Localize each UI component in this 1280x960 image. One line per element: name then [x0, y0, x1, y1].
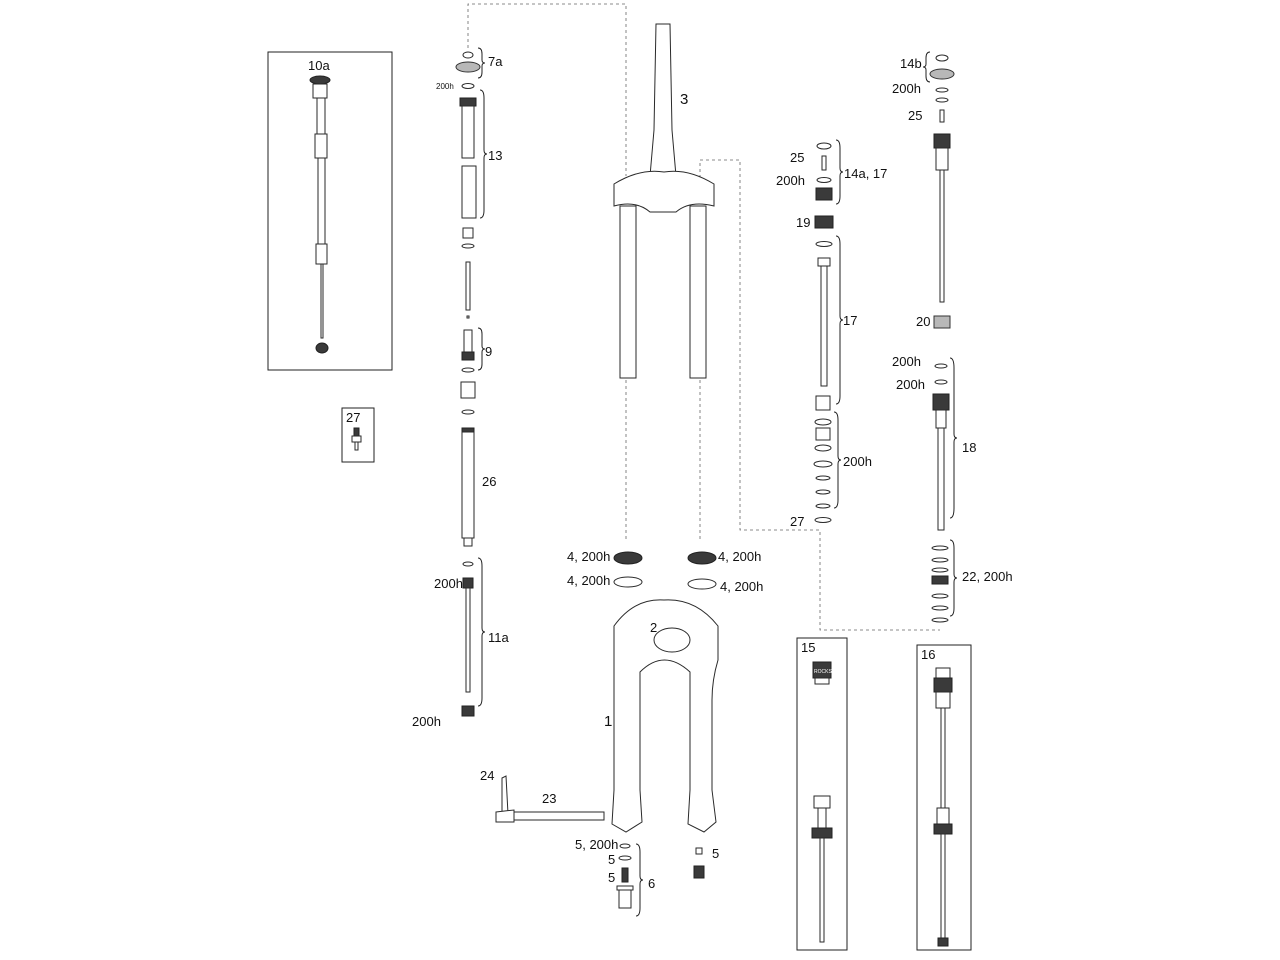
label-23: 23: [542, 791, 556, 806]
box-27: 27: [341, 407, 375, 463]
box-15: 15 ROCKSHOX: [796, 637, 848, 951]
label-26: 26: [482, 474, 496, 489]
left-column-parts: 7a 200h 13 9 26 200h 11a 200h: [412, 47, 509, 729]
label-25-b: 25: [908, 108, 922, 123]
label-4-200h-a: 4, 200h: [567, 549, 610, 564]
seals-group: 4, 200h 4, 200h 4, 200h 4, 200h: [567, 549, 763, 594]
label-14a-17: 14a, 17: [844, 166, 887, 181]
label-4-200h-c: 4, 200h: [718, 549, 761, 564]
leader-lines: [467, 3, 940, 631]
label-9: 9: [485, 344, 492, 359]
label-15: 15: [801, 640, 815, 655]
label-7a: 7a: [488, 54, 503, 69]
axle-assembly: 24 23: [480, 768, 605, 823]
label-17: 17: [843, 313, 857, 328]
spring-column: 14b 200h 25 20 200h 200h 18 22, 200h: [892, 51, 1013, 623]
label-1: 1: [604, 713, 612, 730]
label-5-b: 5: [608, 870, 615, 885]
lower-legs-assembly: 2 1: [604, 599, 719, 833]
label-24: 24: [480, 768, 494, 783]
label-16: 16: [921, 647, 935, 662]
label-18: 18: [962, 440, 976, 455]
label-27-box: 27: [346, 410, 360, 425]
box-16: 16: [916, 644, 972, 951]
label-25-a: 25: [790, 150, 804, 165]
label-200h-11a: 200h: [434, 576, 463, 591]
damper-column: 25 200h 14a, 17 19 17 200h 27: [776, 139, 887, 529]
label-5-200h: 5, 200h: [575, 837, 618, 852]
label-5-c: 5: [712, 846, 719, 861]
label-200h-14b: 200h: [892, 81, 921, 96]
label-200h-mid: 200h: [843, 454, 872, 469]
logo-text-15: ROCKSHOX: [814, 669, 843, 675]
label-10a: 10a: [308, 58, 330, 73]
label-200h-18a: 200h: [892, 354, 921, 369]
label-14b: 14b: [900, 56, 922, 71]
label-22-200h: 22, 200h: [962, 569, 1013, 584]
label-19: 19: [796, 215, 810, 230]
label-3: 3: [680, 91, 688, 108]
label-200h-18b: 200h: [896, 377, 925, 392]
box-10a: 10a: [267, 51, 393, 371]
crown-steerer-assembly: 3: [613, 23, 715, 379]
label-4-200h-b: 4, 200h: [567, 573, 610, 588]
label-200h-11a-bottom: 200h: [412, 714, 441, 729]
label-20: 20: [916, 314, 930, 329]
label-200h-small: 200h: [436, 82, 454, 91]
label-5-a: 5: [608, 852, 615, 867]
label-200h-14a: 200h: [776, 173, 805, 188]
label-11a: 11a: [488, 630, 509, 645]
label-2: 2: [650, 620, 657, 635]
label-6: 6: [648, 876, 655, 891]
label-27: 27: [790, 514, 804, 529]
label-13: 13: [488, 148, 502, 163]
bottom-hardware: 5, 200h 5 5 6 5: [575, 837, 719, 917]
label-4-200h-d: 4, 200h: [720, 579, 763, 594]
